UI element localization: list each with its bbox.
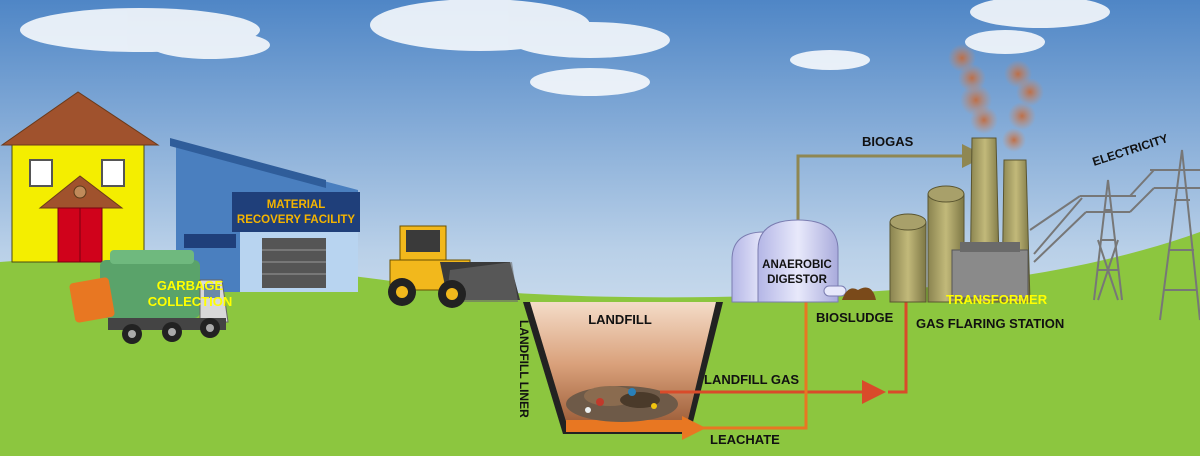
clouds [20, 0, 1110, 96]
landfill-pit [523, 302, 723, 434]
biogas-pipe [796, 144, 986, 222]
pipes [660, 144, 986, 440]
biosludge-label: BIOSLUDGE [816, 310, 894, 325]
landfill-label: LANDFILL [588, 312, 652, 327]
landfill-liner-label: LANDFILL LINER [517, 320, 531, 418]
landfill-gas-label: LANDFILL GAS [704, 372, 799, 387]
biosludge-to-flare-pipe [888, 290, 908, 394]
smoke-plumes [948, 44, 1044, 152]
gas-flaring-station [889, 137, 1031, 303]
house [0, 91, 160, 263]
wheel-loader [388, 225, 520, 308]
transmission-towers [1029, 149, 1200, 321]
leachate-label: LEACHATE [710, 432, 780, 447]
garbage-truck [69, 250, 229, 344]
gas-flaring-station-label: GAS FLARING STATION [916, 316, 1064, 331]
material-recovery-facility-building [170, 138, 360, 292]
anaerobic-digestor [731, 219, 876, 303]
leachate-pipe [686, 302, 808, 430]
biogas-label: BIOGAS [862, 134, 914, 149]
transformer-label: TRANSFORMER [946, 292, 1048, 307]
